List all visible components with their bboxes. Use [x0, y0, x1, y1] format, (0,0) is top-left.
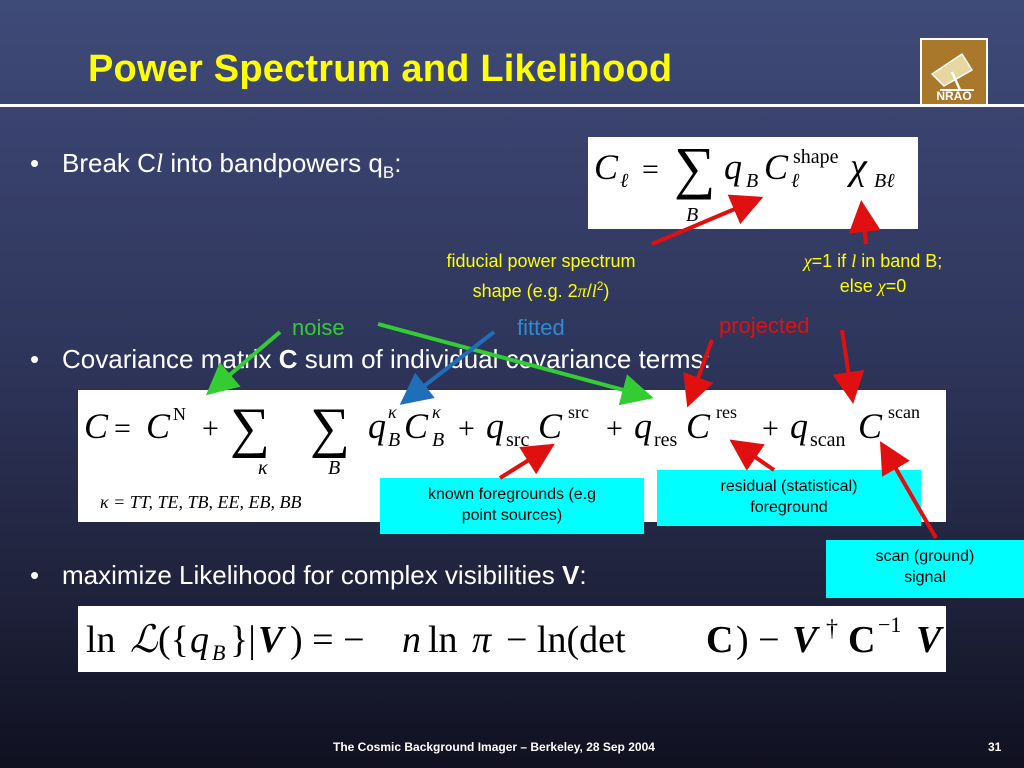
svg-text:ℓ: ℓ [620, 170, 629, 192]
svg-text:+: + [202, 412, 219, 445]
svg-text:ln: ln [428, 619, 458, 661]
svg-text:C: C [146, 406, 171, 446]
svg-text:V: V [916, 619, 944, 661]
svg-text:scan: scan [810, 429, 846, 451]
svg-text:) −: ) − [736, 619, 780, 661]
svg-text:N: N [173, 404, 186, 424]
title-divider [0, 104, 1024, 107]
bandpower-equation: C ℓ = ∑ B q B C ℓ shape χ Bℓ [588, 137, 918, 229]
svg-text:χ: χ [846, 146, 868, 188]
svg-text:Bℓ: Bℓ [874, 170, 895, 192]
svg-text:∑: ∑ [674, 137, 715, 200]
svg-text:q: q [724, 147, 742, 187]
svg-text:B: B [746, 170, 758, 192]
svg-text:({: ({ [158, 619, 189, 661]
footer-text: The Cosmic Background Imager – Berkeley,… [333, 740, 655, 754]
svg-text:+: + [762, 412, 779, 445]
logo-lettering: NRAO [936, 89, 971, 103]
fitted-label: fitted [517, 315, 565, 340]
scan-signal-box: scan (ground)signal [826, 540, 1024, 598]
likelihood-equation: ln ℒ ({ q B }| V ) = − n ln π − ln(det C… [78, 606, 946, 672]
projected-label: projected [719, 313, 810, 338]
residual-foreground-box: residual (statistical)foreground [657, 470, 921, 526]
nrao-logo: NRAO [920, 38, 988, 106]
svg-text:C: C [84, 406, 109, 446]
noise-label: noise [292, 315, 345, 340]
svg-text:q: q [368, 406, 386, 446]
kappa-values: κ = TT, TE, TB, EE, EB, BB [100, 492, 301, 512]
bullet-bandpowers: •Break Cl into bandpowers qB: [30, 148, 402, 182]
svg-text:C: C [858, 406, 883, 446]
svg-text:ℒ: ℒ [130, 619, 159, 661]
svg-text:src: src [506, 429, 529, 451]
svg-text:src: src [568, 402, 589, 422]
svg-text:B: B [328, 457, 340, 479]
page-number: 31 [988, 740, 1002, 754]
svg-text:scan: scan [888, 402, 920, 422]
bullet-covariance: •Covariance matrix C sum of individual c… [30, 344, 711, 374]
svg-text:+: + [606, 412, 623, 445]
svg-text:B: B [686, 204, 698, 226]
svg-text:q: q [634, 406, 652, 446]
slide-title: Power Spectrum and Likelihood [88, 48, 673, 90]
svg-text:n: n [402, 619, 421, 661]
svg-text:κ: κ [432, 402, 441, 422]
svg-text:∑: ∑ [310, 397, 350, 459]
svg-text:q: q [486, 406, 504, 446]
svg-text:B: B [432, 429, 444, 451]
svg-text:C: C [706, 619, 733, 661]
svg-text:†: † [826, 616, 838, 642]
svg-text:−1: −1 [878, 612, 901, 637]
svg-text:B: B [212, 640, 225, 665]
svg-text:) = −: ) = − [290, 619, 365, 661]
chi-band-note: χ=1 if l in band B; else χ=0 [803, 251, 943, 296]
svg-text:− ln(det: − ln(det [506, 619, 626, 661]
svg-text:=: = [114, 412, 131, 445]
svg-text:π: π [472, 619, 492, 661]
svg-text:=: = [642, 153, 659, 186]
svg-text:C: C [686, 406, 711, 446]
svg-text:C: C [848, 619, 875, 661]
svg-text:V: V [258, 619, 286, 661]
svg-text:V: V [792, 619, 820, 661]
svg-text:+: + [458, 412, 475, 445]
svg-text:C: C [538, 406, 563, 446]
svg-text:C: C [764, 147, 789, 187]
svg-text:q: q [190, 619, 209, 661]
svg-text:C: C [404, 406, 429, 446]
svg-text:ln: ln [86, 619, 116, 661]
svg-text:res: res [716, 402, 737, 422]
svg-text:}|: }| [230, 619, 256, 661]
svg-text:κ: κ [388, 402, 397, 422]
arrow-projected-scan [832, 329, 865, 404]
fiducial-spectrum-note: fiducial power spectrum shape (e.g. 2π/l… [446, 251, 636, 301]
svg-text:ℓ: ℓ [791, 170, 800, 192]
svg-text:q: q [790, 406, 808, 446]
bullet-likelihood: •maximize Likelihood for complex visibil… [30, 560, 587, 590]
svg-text:B: B [388, 429, 400, 451]
svg-text:C: C [594, 147, 619, 187]
svg-text:shape: shape [793, 146, 839, 168]
svg-text:res: res [654, 429, 678, 451]
svg-text:∑: ∑ [230, 397, 270, 459]
svg-text:κ: κ [258, 457, 268, 479]
